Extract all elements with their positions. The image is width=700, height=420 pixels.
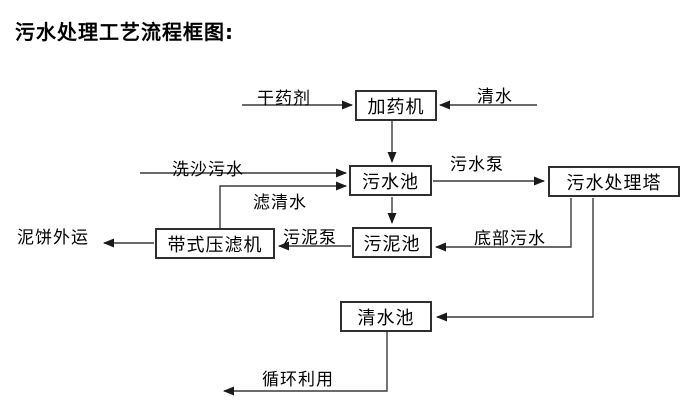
node-belt-filter-press: 带式压滤机 [155,228,275,259]
edge-filtered-water-arrow [219,181,347,228]
edge-label-bottom-sewage: 底部污水 [474,229,546,249]
node-treatment-tower: 污水处理塔 [548,166,680,197]
edge-label-sludge-pump: 污泥泵 [283,228,337,248]
node-clean-water-pool: 清水池 [340,301,432,332]
diagram-title: 污水处理工艺流程框图: [15,20,234,44]
edge-label-sand-washing-sewage: 洗沙污水 [172,160,244,180]
edge-label-recycling: 循环利用 [262,370,334,390]
node-sludge-pool: 污泥池 [352,227,432,258]
edge-label-filtered-water: 滤清水 [253,193,307,213]
edge-label-dry-agent: 干药剂 [257,89,311,109]
node-dosing-machine: 加药机 [355,90,437,121]
edge-label-clean-water-in: 清水 [477,87,513,107]
node-sewage-pool: 污水池 [349,165,432,196]
edge-recycling-arrow [223,332,388,396]
edge-bottom-sewage-arrow [435,198,572,252]
edge-label-sewage-pump: 污水泵 [450,155,504,175]
edge-label-mud-cake-out: 泥饼外运 [17,228,89,248]
edge-tower-to-clean-water-pool-arrow [436,198,594,322]
